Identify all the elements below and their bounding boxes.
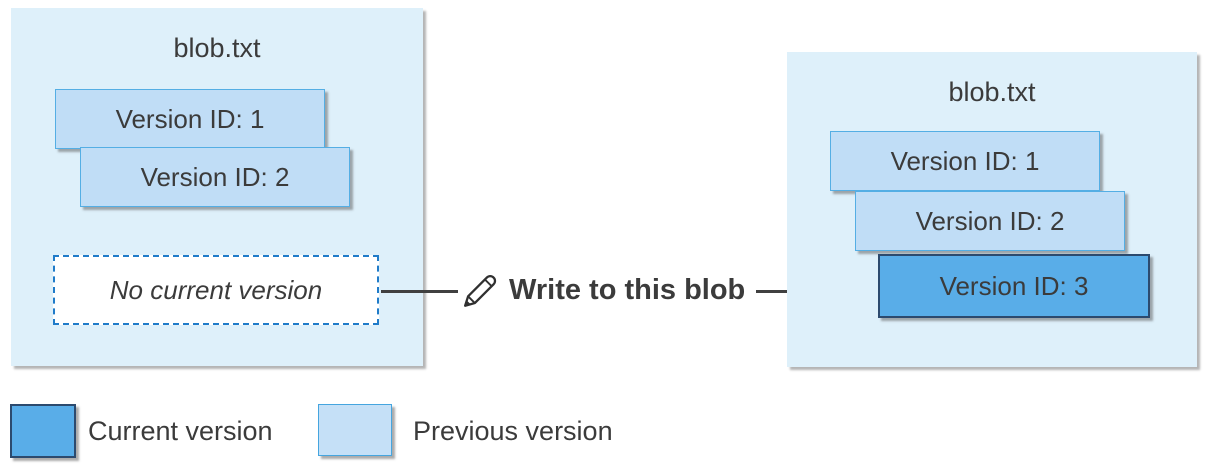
legend-previous-version-label: Previous version bbox=[413, 416, 613, 446]
legend-previous-version-swatch bbox=[318, 404, 392, 456]
left-blob-title: blob.txt bbox=[173, 33, 261, 63]
right-version-3-label: Version ID: 3 bbox=[939, 270, 1089, 301]
left-version-2-label: Version ID: 2 bbox=[140, 161, 290, 192]
right-version-1-label: Version ID: 1 bbox=[890, 145, 1040, 176]
right-version-box-2: Version ID: 2 bbox=[855, 191, 1125, 251]
legend-current-version-label: Current version bbox=[88, 416, 273, 446]
right-blob-title: blob.txt bbox=[948, 77, 1036, 107]
right-blob-container: blob.txt Version ID: 1 Version ID: 2 Ver… bbox=[787, 52, 1197, 367]
right-version-2-label: Version ID: 2 bbox=[915, 205, 1065, 236]
left-version-box-1: Version ID: 1 bbox=[55, 89, 325, 149]
right-version-box-3-current: Version ID: 3 bbox=[878, 254, 1150, 318]
connector-line-left bbox=[381, 290, 458, 293]
no-current-version-label: No current version bbox=[109, 274, 323, 305]
no-current-version-box: No current version bbox=[53, 255, 379, 325]
legend-current-version-swatch bbox=[10, 404, 76, 458]
right-version-box-1: Version ID: 1 bbox=[830, 131, 1100, 191]
pencil-icon bbox=[463, 274, 497, 307]
left-version-1-label: Version ID: 1 bbox=[115, 103, 265, 134]
write-action-label: Write to this blob bbox=[509, 274, 746, 306]
left-version-box-2: Version ID: 2 bbox=[80, 147, 350, 207]
left-blob-container: blob.txt Version ID: 1 Version ID: 2 No … bbox=[11, 8, 423, 366]
